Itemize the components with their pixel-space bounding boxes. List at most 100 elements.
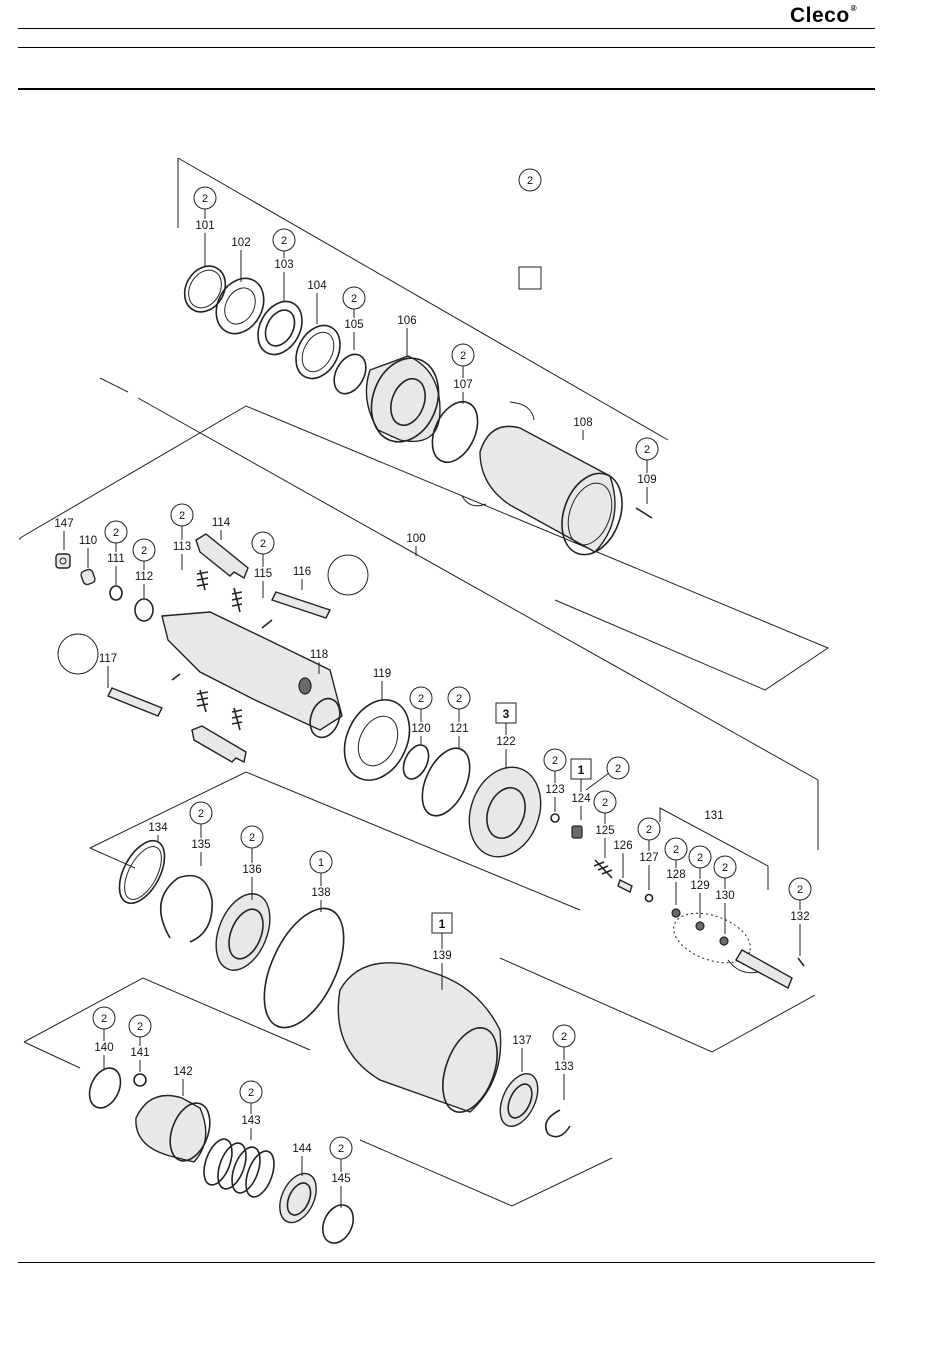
part-139-housing xyxy=(338,963,507,1120)
part-118-spindle xyxy=(162,612,345,762)
part-115-spring xyxy=(232,588,272,628)
callout-147: 147 xyxy=(54,518,73,550)
callout-marker-text: 2 xyxy=(281,235,287,247)
callout-number: 128 xyxy=(666,869,685,881)
callout-133: 2 133 xyxy=(553,1025,575,1100)
callout-marker-text: 2 xyxy=(137,1021,143,1033)
part-102-washer xyxy=(207,270,273,342)
callout-marker-text: 2 xyxy=(338,1143,344,1155)
callout-marker-text: 1 xyxy=(578,763,585,777)
callout-131: 131 xyxy=(704,810,723,822)
callout-marker-text: 2 xyxy=(113,527,119,539)
part-137-bearing xyxy=(493,1068,546,1132)
callout-number: 129 xyxy=(690,880,709,892)
part-125-spring xyxy=(594,860,612,878)
part-145-o-ring xyxy=(317,1200,359,1248)
callout-marker-text: 2 xyxy=(797,884,803,896)
callout-115: 2115 xyxy=(252,532,274,598)
part-141-ball xyxy=(134,1074,146,1086)
callout-number: 143 xyxy=(241,1115,260,1127)
callout-number: 117 xyxy=(99,653,117,665)
part-144-washer xyxy=(273,1168,324,1229)
callout-number: 101 xyxy=(195,220,214,232)
callout-number: 131 xyxy=(704,810,723,822)
callout-129: 2129 xyxy=(689,846,711,918)
part-111-washer xyxy=(110,586,122,600)
part-117-shaft xyxy=(58,634,180,716)
callout-marker-text: 2 xyxy=(456,693,462,705)
callout-marker-text: 2 xyxy=(561,1031,567,1043)
callout-145: 2145 xyxy=(330,1137,352,1208)
callout-104: 104 xyxy=(307,280,327,324)
part-143-spring xyxy=(199,1135,280,1200)
callout-number: 111 xyxy=(107,553,124,565)
callout-number: 133 xyxy=(554,1061,573,1073)
callout-marker-text: 2 xyxy=(249,832,255,844)
callout-106: 106 xyxy=(397,315,416,356)
callout-number: 126 xyxy=(613,840,632,852)
callout-marker-text: 2 xyxy=(418,693,424,705)
callout-128: 2128 xyxy=(665,838,687,905)
callout-number: 134 xyxy=(148,822,168,834)
callout-marker-text: 2 xyxy=(722,862,728,874)
callout-126: 126 xyxy=(613,840,632,878)
part-129-washer xyxy=(696,922,704,930)
part-120-o-ring xyxy=(398,741,433,783)
callout-117: 117 xyxy=(99,653,117,688)
callout-number: 104 xyxy=(307,280,327,292)
part-142-sleeve xyxy=(136,1096,217,1167)
callout-marker-text: 2 xyxy=(646,824,652,836)
callout-marker-text: 1 xyxy=(318,857,324,869)
callout-p124b: 2 xyxy=(607,757,629,779)
callout-138: 1 138 xyxy=(310,851,332,912)
part-124-plug xyxy=(572,826,582,838)
part-109-pin xyxy=(636,508,652,518)
callout-marker-text: 2 xyxy=(644,444,650,456)
part-121-o-ring xyxy=(413,741,480,823)
callout-number: 135 xyxy=(191,839,210,851)
callout-number: 124 xyxy=(571,793,591,805)
callout-124: 1 124 xyxy=(571,759,591,820)
callout-111: 2 111 xyxy=(105,521,127,585)
callout-marker-text: 2 xyxy=(141,545,147,557)
part-134-ring xyxy=(110,834,174,911)
part-127-ball xyxy=(646,895,653,902)
callout-marker-text: 2 xyxy=(552,755,558,767)
part-108-motor-cylinder xyxy=(462,402,633,563)
callout-number: 119 xyxy=(373,668,391,680)
callout-marker-text: 2 xyxy=(351,293,357,305)
callout-marker-text: 2 xyxy=(101,1013,107,1025)
callout-134: 134 xyxy=(148,822,168,842)
part-132-pin xyxy=(798,958,804,966)
part-113-spring xyxy=(197,570,208,590)
callout-number: 112 xyxy=(135,571,153,583)
callout-marker-text: 1 xyxy=(439,917,446,931)
callout-marker-text: 2 xyxy=(202,193,208,205)
callout-marker-text: 3 xyxy=(503,707,510,721)
callout-number: 138 xyxy=(311,887,330,899)
part-112-o-ring xyxy=(135,599,153,621)
callout-number: 118 xyxy=(310,649,328,661)
callout-marker-text: 2 xyxy=(615,763,621,775)
part-116-shaft xyxy=(272,555,368,618)
callout-144: 144 xyxy=(292,1143,312,1176)
legend-circle-text: 2 xyxy=(527,175,533,187)
part-128-washer xyxy=(672,909,680,917)
callout-142: 142 xyxy=(173,1066,192,1096)
callout-marker-text: 2 xyxy=(260,538,266,550)
callout-110: 110 xyxy=(79,535,97,568)
part-119-washer xyxy=(332,689,422,790)
callout-130: 2130 xyxy=(714,856,736,934)
callout-137: 137 xyxy=(512,1035,531,1072)
callout-marker-text: 2 xyxy=(179,510,185,522)
callout-number: 147 xyxy=(54,518,73,530)
part-140-o-ring xyxy=(83,1063,126,1113)
callout-114: 114 xyxy=(212,517,231,540)
callout-number: 108 xyxy=(573,417,592,429)
